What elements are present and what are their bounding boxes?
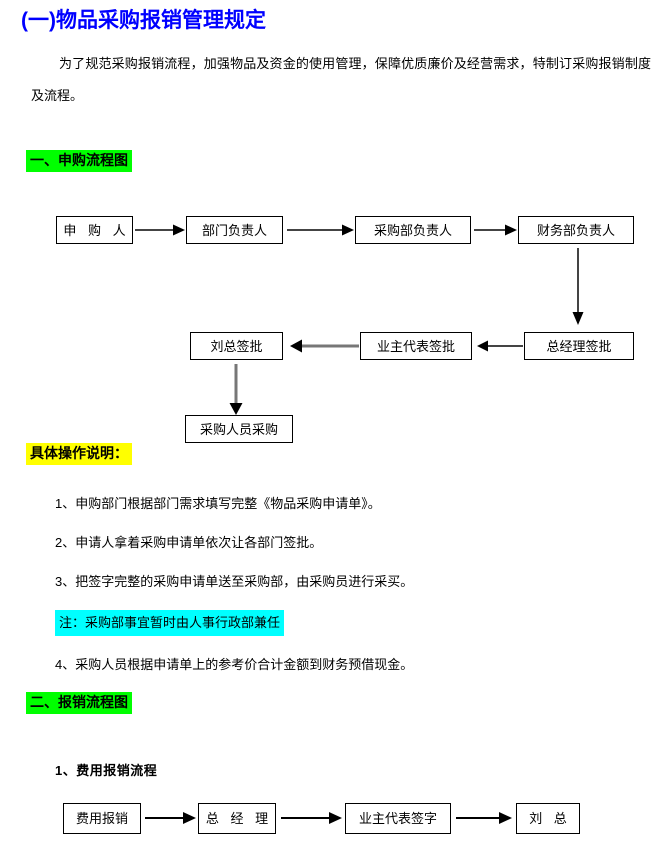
flow-box-gm-approval[interactable]: 总经理签批 [524, 332, 634, 360]
note-text: 注：采购部事宜暂时由人事行政部兼任 [55, 610, 285, 636]
flow-box-liu-general[interactable]: 刘 总 [516, 803, 580, 834]
section-heading-reimbursement-flow: 二、报销流程图 [26, 692, 132, 714]
page-title: (一)物品采购报销管理规定 [21, 9, 266, 32]
list-item: 3、把签字完整的采购申请单送至采购部，由采购员进行采买。 [55, 574, 414, 589]
arrow-left-icon [477, 338, 524, 354]
arrow-down-icon [228, 364, 244, 416]
sub-heading-expense-flow: 1、费用报销流程 [55, 763, 158, 778]
flow-box-owner-rep-approval[interactable]: 业主代表签批 [360, 332, 472, 360]
flow-box-buyer-purchase[interactable]: 采购人员采购 [185, 415, 293, 443]
flow-box-applicant[interactable]: 申 购 人 [56, 216, 133, 244]
arrow-right-icon [145, 810, 197, 826]
flow-box-purchasing-head[interactable]: 采购部负责人 [355, 216, 471, 244]
flow-box-owner-rep-signature[interactable]: 业主代表签字 [345, 803, 451, 834]
arrow-down-icon [570, 248, 586, 326]
flow-box-department-head[interactable]: 部门负责人 [186, 216, 283, 244]
flow-box-liu-approval[interactable]: 刘总签批 [190, 332, 283, 360]
intro-paragraph: 为了规范采购报销流程，加强物品及资金的使用管理，保障优质廉价及经营需求，特制订采… [31, 56, 651, 103]
list-item: 2、申请人拿着采购申请单依次让各部门签批。 [55, 535, 323, 550]
arrow-right-icon [474, 222, 518, 238]
flow-box-expense-claim[interactable]: 费用报销 [63, 803, 141, 834]
arrow-left-icon [290, 338, 360, 354]
arrow-right-icon [456, 810, 513, 826]
list-item: 4、采购人员根据申请单上的参考价合计金额到财务预借现金。 [55, 657, 414, 672]
flow-box-finance-head[interactable]: 财务部负责人 [518, 216, 634, 244]
list-item: 1、申购部门根据部门需求填写完整《物品采购申请单》。 [55, 496, 381, 511]
operations-heading: 具体操作说明： [26, 443, 132, 465]
arrow-right-icon [281, 810, 343, 826]
arrow-right-icon [135, 222, 186, 238]
section-heading-purchase-flow: 一、申购流程图 [26, 150, 132, 172]
flow-box-general-manager[interactable]: 总 经 理 [198, 803, 276, 834]
arrow-right-icon [287, 222, 355, 238]
